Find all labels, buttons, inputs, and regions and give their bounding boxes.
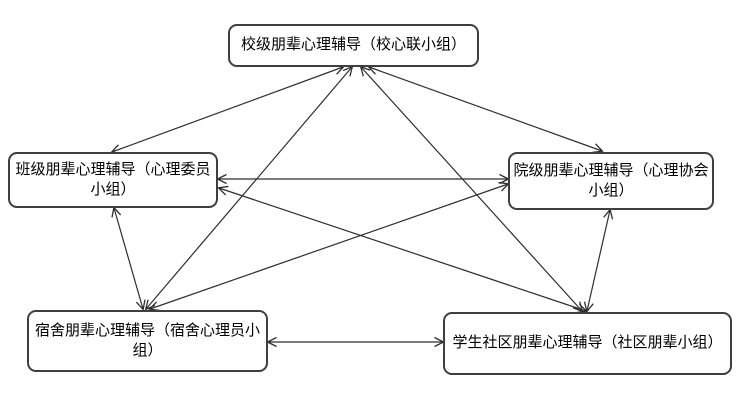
node-community-level: 学生社区朋辈心理辅导（社区朋辈小组） (443, 312, 732, 375)
node-class-level: 班级朋辈心理辅导（心理委员小组） (8, 152, 218, 208)
node-class-label: 班级朋辈心理辅导（心理委员小组） (15, 160, 211, 198)
node-community-label: 学生社区朋辈心理辅导（社区朋辈小组） (452, 334, 723, 352)
node-dorm-label: 宿舍朋辈心理辅导（宿舍心理员小组） (34, 321, 260, 359)
node-college-label: 院级朋辈心理辅导（心理协会小组） (513, 161, 709, 199)
edge-school-college (367, 65, 604, 153)
edge-school-class (110, 65, 345, 154)
edge-college-community (583, 208, 614, 313)
node-dorm-level: 宿舍朋辈心理辅导（宿舍心理员小组） (27, 310, 268, 372)
node-school-label: 校级朋辈心理辅导（校心联小组） (240, 36, 466, 54)
edge-college-dorm (148, 181, 510, 312)
node-school-level: 校级朋辈心理辅导（校心联小组） (228, 24, 479, 67)
node-college-level: 院级朋辈心理辅导（心理协会小组） (508, 152, 714, 210)
edge-class-dorm (111, 206, 146, 311)
